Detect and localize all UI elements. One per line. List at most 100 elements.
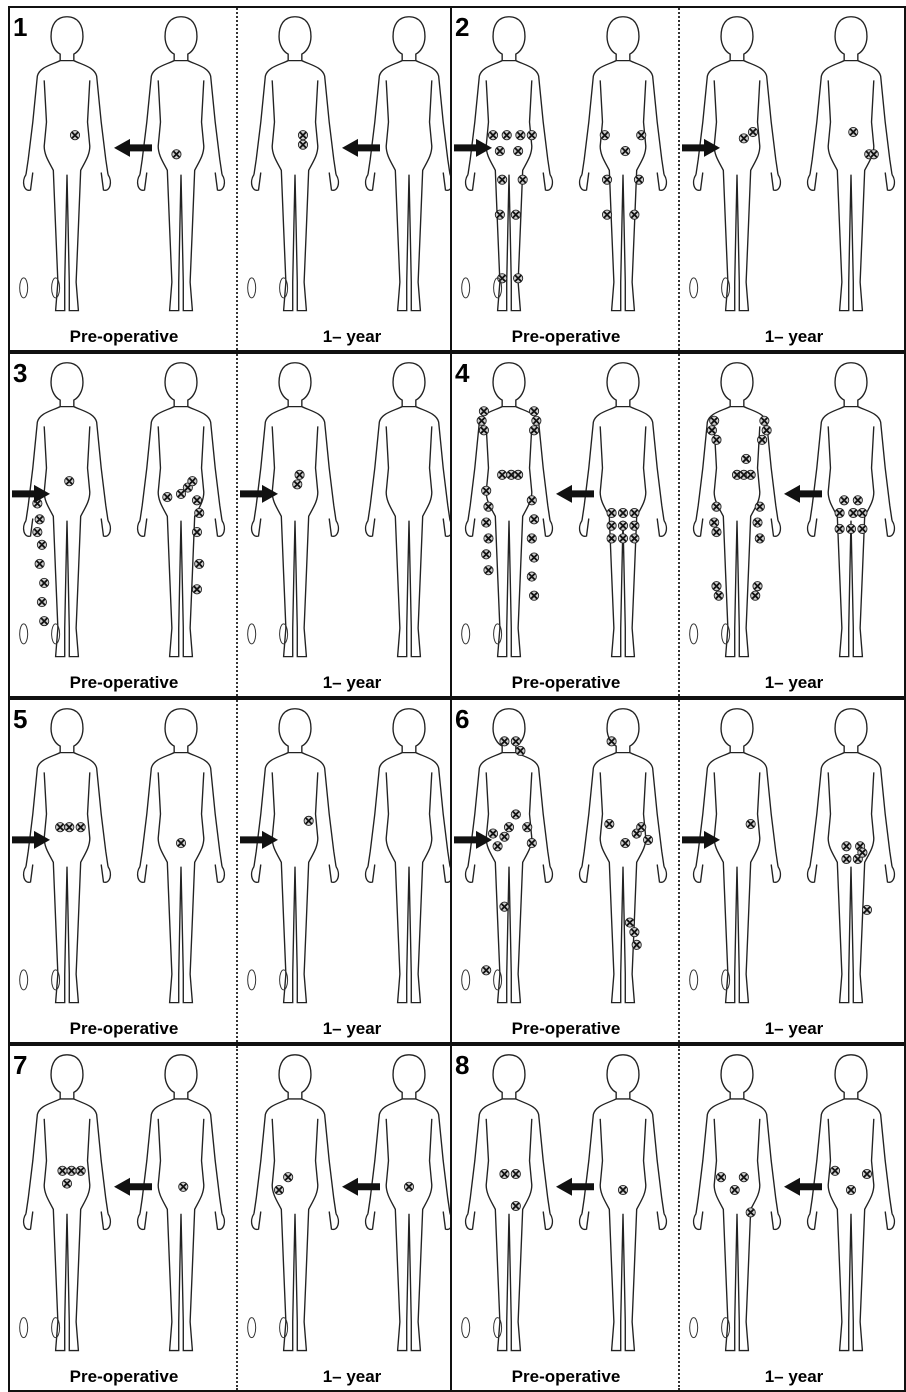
foot-sketch bbox=[248, 970, 256, 990]
foot-sketch bbox=[494, 278, 502, 298]
pain-marker-icon bbox=[739, 134, 748, 143]
body-back-figure bbox=[252, 363, 339, 657]
one-year-panel: 1– year bbox=[238, 354, 466, 696]
pain-marker-icon bbox=[742, 454, 751, 463]
pain-marker-icon bbox=[477, 416, 486, 425]
pain-marker-icon bbox=[637, 823, 646, 832]
pain-marker-icon bbox=[529, 407, 538, 416]
pain-marker-icon bbox=[637, 131, 646, 140]
pain-marker-icon bbox=[869, 150, 878, 159]
pain-marker-icon bbox=[716, 1173, 725, 1182]
pain-marker-icon bbox=[643, 835, 652, 844]
body-front-figure bbox=[138, 1055, 225, 1351]
pre-operative-panel: Pre-operative bbox=[452, 700, 680, 1042]
pain-marker-icon bbox=[746, 470, 755, 479]
one-year-caption: 1– year bbox=[680, 327, 906, 347]
pain-marker-icon bbox=[514, 470, 523, 479]
pain-marker-icon bbox=[488, 131, 497, 140]
pain-marker-icon bbox=[529, 515, 538, 524]
pain-marker-icon bbox=[858, 848, 867, 857]
body-back-figure bbox=[252, 1055, 339, 1351]
pain-marker-icon bbox=[835, 508, 844, 517]
pain-marker-icon bbox=[40, 617, 49, 626]
pain-marker-icon bbox=[62, 1179, 71, 1188]
pain-marker-icon bbox=[511, 737, 520, 746]
pain-marker-icon bbox=[284, 1173, 293, 1182]
arrow-indicator-icon bbox=[342, 1178, 380, 1196]
pain-marker-icon bbox=[607, 534, 616, 543]
pain-marker-icon bbox=[511, 810, 520, 819]
arrow-indicator-icon bbox=[556, 1178, 594, 1196]
pain-marker-icon bbox=[67, 1166, 76, 1175]
pain-marker-icon bbox=[504, 823, 513, 832]
pain-marker-icon bbox=[753, 518, 762, 527]
pain-marker-icon bbox=[714, 591, 723, 600]
pain-marker-icon bbox=[600, 131, 609, 140]
pre-operative-caption: Pre-operative bbox=[10, 1367, 238, 1387]
pain-marker-icon bbox=[730, 1185, 739, 1194]
pain-marker-icon bbox=[495, 147, 504, 156]
one-year-caption: 1– year bbox=[238, 1019, 466, 1039]
body-front-figure bbox=[366, 1055, 453, 1351]
body-diagram bbox=[452, 354, 680, 672]
body-diagram bbox=[10, 8, 238, 326]
foot-sketch bbox=[20, 970, 28, 990]
body-front-figure bbox=[580, 17, 667, 311]
pain-marker-icon bbox=[840, 496, 849, 505]
one-year-caption: 1– year bbox=[238, 1367, 466, 1387]
pain-marker-icon bbox=[514, 274, 523, 283]
one-year-panel: 1– year bbox=[238, 700, 466, 1042]
pain-marker-icon bbox=[751, 591, 760, 600]
pain-marker-icon bbox=[40, 578, 49, 587]
pain-marker-icon bbox=[192, 585, 201, 594]
body-front-figure bbox=[808, 17, 895, 311]
body-diagram bbox=[238, 1046, 466, 1366]
pain-marker-icon bbox=[712, 435, 721, 444]
one-year-panel: 1– year bbox=[680, 700, 906, 1042]
pain-marker-icon bbox=[65, 477, 74, 486]
pain-marker-icon bbox=[607, 521, 616, 530]
foot-sketch bbox=[462, 1318, 470, 1338]
pre-operative-panel: Pre-operative bbox=[10, 8, 238, 350]
foot-sketch bbox=[690, 970, 698, 990]
pain-marker-icon bbox=[37, 540, 46, 549]
foot-sketch bbox=[280, 624, 288, 644]
foot-sketch bbox=[280, 278, 288, 298]
pain-marker-icon bbox=[712, 527, 721, 536]
body-back-figure bbox=[252, 17, 339, 311]
pain-marker-icon bbox=[527, 534, 536, 543]
pain-marker-icon bbox=[835, 524, 844, 533]
body-diagram bbox=[238, 8, 466, 326]
one-year-panel: 1– year bbox=[680, 354, 906, 696]
pain-marker-icon bbox=[605, 819, 614, 828]
pain-marker-icon bbox=[482, 550, 491, 559]
foot-sketch bbox=[722, 1318, 730, 1338]
pain-marker-icon bbox=[527, 496, 536, 505]
pain-marker-icon bbox=[755, 534, 764, 543]
pain-marker-icon bbox=[630, 508, 639, 517]
patient-block-7: 7Pre-operative1– year bbox=[8, 1044, 464, 1392]
pain-marker-icon bbox=[710, 518, 719, 527]
foot-sketch bbox=[248, 624, 256, 644]
body-back-figure bbox=[466, 1055, 553, 1351]
body-back-figure bbox=[694, 709, 781, 1003]
pain-marker-icon bbox=[482, 966, 491, 975]
pain-marker-icon bbox=[518, 175, 527, 184]
foot-sketch bbox=[462, 624, 470, 644]
body-diagram bbox=[452, 1046, 680, 1366]
pain-marker-icon bbox=[618, 521, 627, 530]
body-back-figure bbox=[694, 1055, 781, 1351]
pain-marker-icon bbox=[846, 1185, 855, 1194]
pre-operative-caption: Pre-operative bbox=[10, 673, 238, 693]
pain-marker-icon bbox=[607, 508, 616, 517]
body-back-figure bbox=[252, 709, 339, 1003]
pain-marker-icon bbox=[70, 131, 79, 140]
pain-marker-icon bbox=[484, 534, 493, 543]
one-year-panel: 1– year bbox=[680, 8, 906, 350]
pain-marker-icon bbox=[76, 823, 85, 832]
body-front-figure bbox=[138, 363, 225, 657]
pain-marker-icon bbox=[495, 210, 504, 219]
body-back-figure bbox=[24, 17, 111, 311]
pain-marker-icon bbox=[511, 210, 520, 219]
pain-marker-icon bbox=[35, 515, 44, 524]
